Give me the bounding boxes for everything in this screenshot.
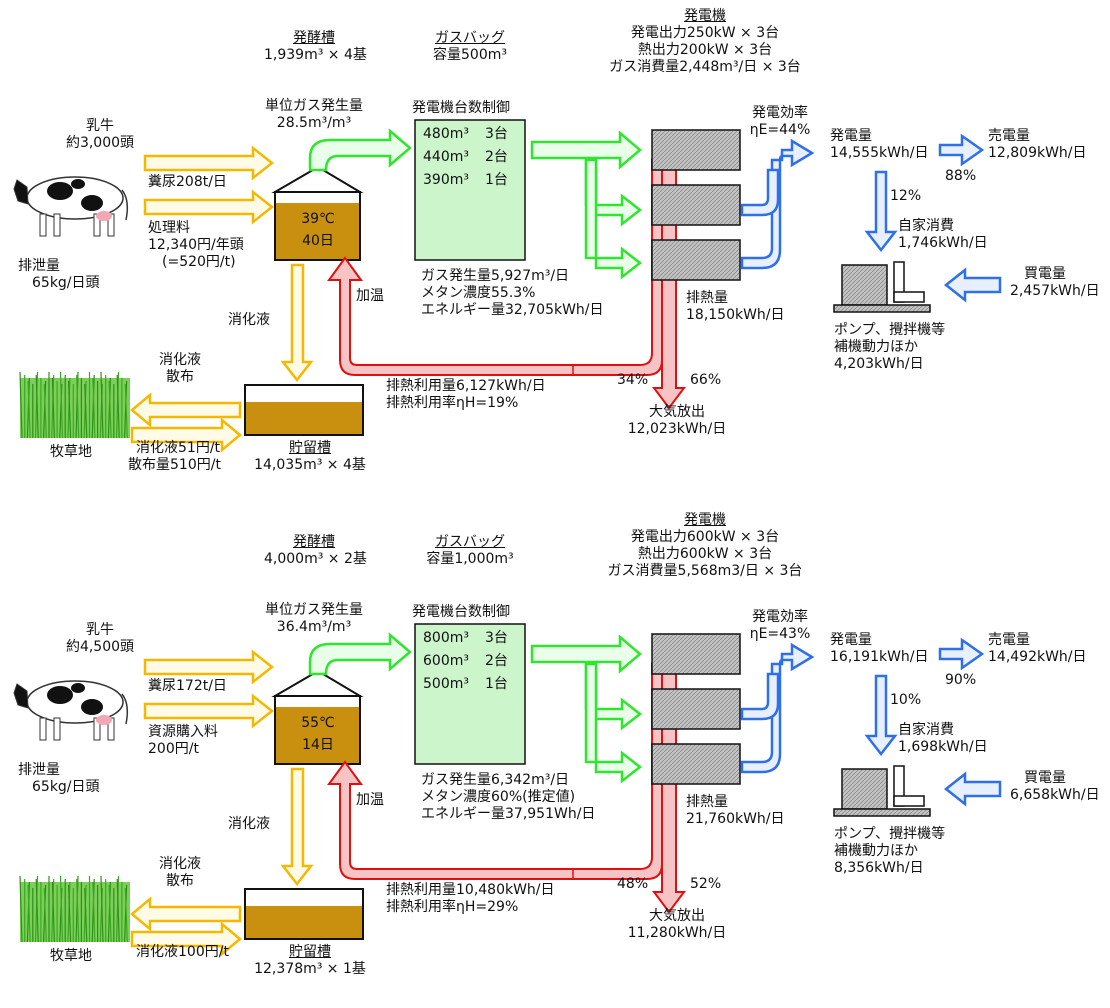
digester-temperature: 55℃ — [301, 715, 335, 731]
exhaust-heat-label: 排熱量 18,150kWh/日 — [686, 290, 785, 323]
dairy-cow-image — [13, 680, 129, 741]
pasture-label: 牧草地 — [50, 948, 92, 964]
pasture-grass-image — [19, 371, 130, 439]
digestate-label: 消化液 — [228, 816, 270, 832]
power-bought-label: 買電量 6,658kWh/日 — [1010, 770, 1100, 803]
heat-utilization-label: 排熱利用量6,127kWh/日 排熱利用率ηH=19% — [386, 378, 546, 411]
system-panel-2: 発酵槽 4,000m³ × 2基 ガスバッグ 容量1,000m³ 発電機 発電出… — [0, 504, 1110, 1008]
gas-to-generator-arrows — [530, 634, 643, 784]
flow-diagram-graphics — [13, 119, 1002, 453]
power-sold-label: 売電量 12,809kWh/日 — [988, 128, 1087, 161]
digester-temperature: 39℃ — [301, 211, 335, 227]
digestate-price-label: 消化液51円/t 散布量510円/t — [128, 440, 221, 473]
generator-spec-label: 発電機 発電出力250kW × 3台 熱出力200kW × 3台 ガス消費量2,… — [609, 8, 801, 75]
digestate-spread-label: 消化液 散布 — [159, 856, 201, 889]
heat-used-percent: 48% — [617, 876, 649, 892]
digester-tank — [271, 165, 364, 261]
digestate-label: 消化液 — [228, 312, 270, 328]
self-consumption-percent: 12% — [890, 188, 922, 204]
heating-label: 加温 — [356, 288, 384, 304]
storage-tank — [244, 888, 364, 940]
self-consumption-label: 自家消費 1,698kWh/日 — [898, 722, 988, 755]
manure-input-label: 糞尿172t/日 — [148, 678, 227, 694]
heat-used-percent: 34% — [617, 372, 649, 388]
atmospheric-release-label: 大気放出 12,023kWh/日 — [627, 404, 727, 437]
manure-input-arrows — [143, 649, 275, 729]
power-generation-label: 発電量 14,555kWh/日 — [830, 128, 929, 161]
generator-units — [651, 129, 741, 281]
generation-efficiency-label: 発電効率 ηE=43% — [749, 609, 811, 642]
digestate-flow-arrows — [130, 263, 314, 453]
storage-tank-label: 貯留槽 14,035m³ × 4基 — [254, 440, 366, 473]
generation-efficiency-label: 発電効率 ηE=44% — [749, 105, 811, 138]
heat-released-percent: 52% — [690, 876, 722, 892]
digestate-flow-arrows — [130, 767, 314, 957]
manure-input-arrows — [143, 145, 275, 225]
generator-count-control-title: 発電機台数制御 — [412, 100, 510, 116]
pump-equipment-icon — [833, 261, 931, 313]
power-sold-label: 売電量 14,492kWh/日 — [988, 632, 1087, 665]
digester-tank — [271, 669, 364, 765]
processing-fee-label: 資源購入料 200円/t — [148, 724, 218, 757]
excretion-label: 排泄量 65kg/日頭 — [18, 762, 100, 795]
digestate-spread-label: 消化液 散布 — [159, 352, 201, 385]
heating-label: 加温 — [356, 792, 384, 808]
gas-production-stats: ガス発生量5,927m³/日 メタン濃度55.3% エネルギー量32,705kW… — [421, 268, 604, 318]
pasture-label: 牧草地 — [50, 444, 92, 460]
electricity-flow-arrows — [740, 133, 1002, 303]
storage-tank — [244, 384, 364, 436]
auxiliary-power-label: ポンプ、攪拌機等 補機動力ほか 8,356kWh/日 — [834, 826, 946, 876]
atmospheric-release-label: 大気放出 11,280kWh/日 — [627, 908, 727, 941]
auxiliary-power-label: ポンプ、攪拌機等 補機動力ほか 4,203kWh/日 — [834, 322, 946, 372]
gas-bag-box — [414, 119, 526, 261]
self-consumption-label: 自家消費 1,746kWh/日 — [898, 218, 988, 251]
electricity-flow-arrows — [740, 637, 1002, 807]
system-panel-1: 発酵槽 1,939m³ × 4基 ガスバッグ 容量500m³ 発電機 発電出力2… — [13, 8, 1100, 473]
fermenter-label: 発酵槽 4,000m³ × 2基 — [264, 534, 367, 567]
heat-utilization-label: 排熱利用量10,480kWh/日 排熱利用率ηH=29% — [386, 882, 555, 915]
unit-gas-label: 単位ガス発生量 36.4m³/m³ — [265, 602, 363, 635]
gas-to-generator-arrows — [530, 130, 643, 280]
digester-retention-days: 40日 — [302, 233, 334, 249]
manure-input-label: 糞尿208t/日 — [148, 174, 227, 190]
biogas-flow-arrow — [308, 128, 412, 172]
self-consumption-percent: 10% — [890, 692, 922, 708]
flow-diagram-graphics — [13, 623, 1002, 957]
pasture-grass-image — [19, 875, 130, 943]
power-generation-label: 発電量 16,191kWh/日 — [830, 632, 929, 665]
pump-equipment-icon — [833, 765, 931, 817]
dairy-cow-image — [13, 176, 129, 237]
storage-tank-label: 貯留槽 12,378m³ × 1基 — [254, 944, 366, 977]
gasbag-label: ガスバッグ 容量1,000m³ — [426, 534, 514, 567]
generator-spec-label: 発電機 発電出力600kW × 3台 熱出力600kW × 3台 ガス消費量5,… — [607, 512, 803, 579]
digester-retention-days: 14日 — [302, 737, 334, 753]
generator-count-control-title: 発電機台数制御 — [412, 604, 510, 620]
unit-gas-label: 単位ガス発生量 28.5m³/m³ — [265, 98, 363, 131]
excretion-label: 排泄量 65kg/日頭 — [18, 258, 100, 291]
gasbag-label: ガスバッグ 容量500m³ — [433, 30, 507, 63]
fermenter-label: 発酵槽 1,939m³ × 4基 — [264, 30, 367, 63]
power-bought-label: 買電量 2,457kWh/日 — [1010, 266, 1100, 299]
exhaust-heat-label: 排熱量 21,760kWh/日 — [686, 794, 785, 827]
cow-label: 乳牛 約4,500頭 — [65, 622, 135, 655]
gas-bag-box — [414, 623, 526, 765]
generator-units — [651, 633, 741, 785]
power-sold-percent: 90% — [945, 672, 977, 688]
biogas-flow-arrow — [308, 632, 412, 676]
power-sold-percent: 88% — [945, 168, 977, 184]
cow-label: 乳牛 約3,000頭 — [65, 118, 135, 151]
gas-production-stats: ガス発生量6,342m³/日 メタン濃度60%(推定値) エネルギー量37,95… — [421, 772, 596, 822]
digestate-price-label: 消化液100円/t — [136, 944, 229, 960]
processing-fee-label: 処理料 12,340円/年頭 (=520円/t) — [148, 220, 244, 270]
heat-released-percent: 66% — [690, 372, 722, 388]
